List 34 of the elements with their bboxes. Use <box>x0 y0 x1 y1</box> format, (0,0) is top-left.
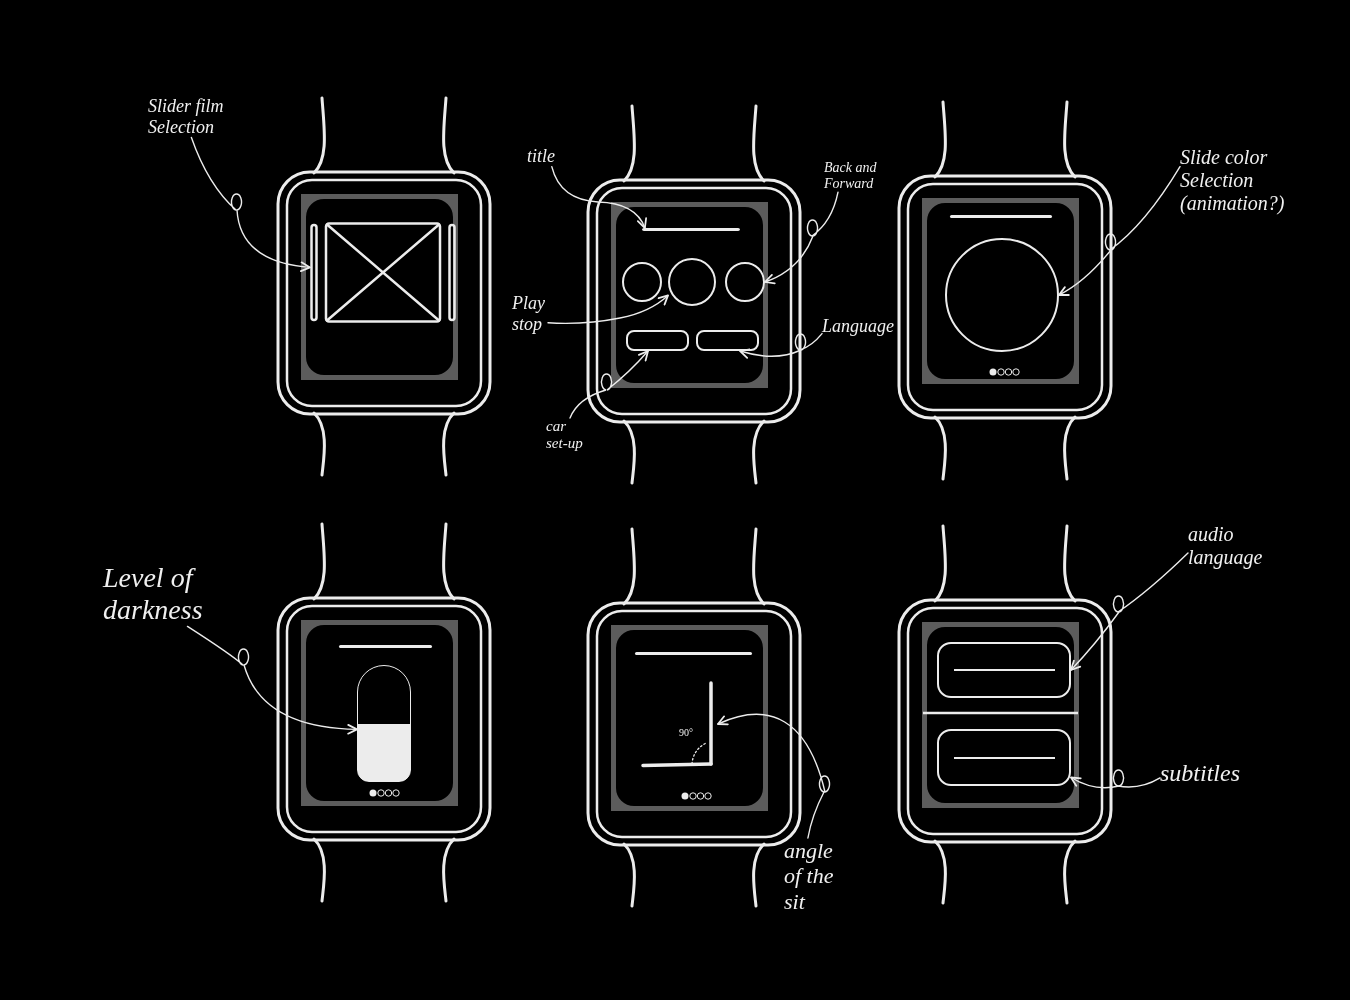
handwritten-note: angle of the sit <box>784 838 837 914</box>
handwritten-note: audio language <box>1188 523 1266 569</box>
handwritten-note: Slider film Selection <box>148 96 227 138</box>
pill-button <box>626 330 689 351</box>
handwritten-note: Back and Forward <box>824 160 880 193</box>
vertical-slider <box>357 665 411 782</box>
leader-line <box>547 294 669 325</box>
image-slider <box>310 222 456 323</box>
handwritten-note: Play stop <box>512 293 548 335</box>
circular-selector <box>945 238 1059 352</box>
round-button <box>668 258 716 306</box>
leader-line <box>717 713 831 839</box>
list-button <box>937 642 1071 698</box>
handwritten-note: Language <box>822 316 897 337</box>
leader-line <box>551 166 647 229</box>
leader-line <box>739 332 823 359</box>
leader-line <box>1070 552 1189 671</box>
angle-label: 90° <box>679 727 693 739</box>
round-button <box>725 262 765 302</box>
list-button <box>937 729 1071 786</box>
handwritten-note: Slide color Selection (animation?) <box>1180 146 1288 215</box>
leader-line <box>569 350 649 419</box>
handwritten-note: title <box>527 146 558 167</box>
leader-line <box>1070 769 1161 789</box>
leader-line <box>764 191 839 284</box>
handwritten-note: Level of darkness <box>103 562 206 627</box>
handwritten-note: car set-up <box>546 418 586 453</box>
leader-line <box>186 625 358 735</box>
leader-line <box>1058 166 1181 296</box>
title-line <box>642 228 740 231</box>
pill-button <box>696 330 759 351</box>
handwritten-note: subtitles <box>1160 760 1244 788</box>
leader-line <box>190 136 311 272</box>
round-button <box>622 262 662 302</box>
